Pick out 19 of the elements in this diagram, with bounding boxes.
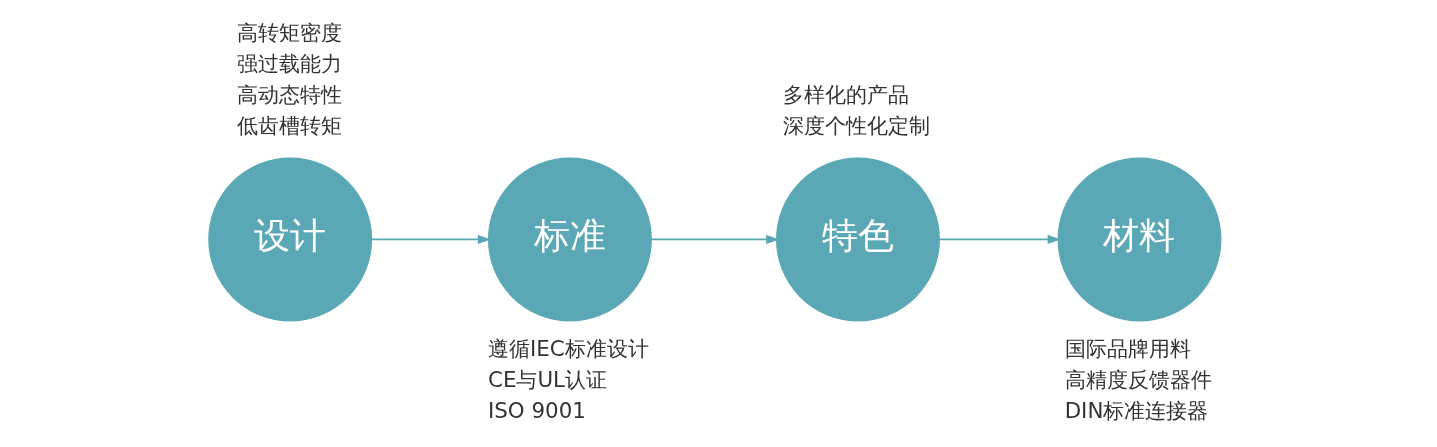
node-label: 高精度反馈器件 <box>1064 366 1212 392</box>
node-circle: 材料 <box>1057 156 1221 321</box>
node-circle: 设计 <box>207 156 372 321</box>
node-label: DIN标准连接器 <box>1064 397 1208 423</box>
node-circle: 特色 <box>775 156 940 321</box>
node-label: 深度个性化定制 <box>782 112 930 138</box>
node-label: 国际品牌用料 <box>1064 335 1191 361</box>
arrow <box>650 234 779 244</box>
node-circle: 标准 <box>487 156 652 321</box>
node-label: 低齿槽转矩 <box>236 112 342 138</box>
node-label: 强过载能力 <box>236 50 342 76</box>
node-label: 高转矩密度 <box>236 19 342 45</box>
node-label: ISO 9001 <box>487 397 586 423</box>
arrow <box>938 234 1061 244</box>
node-label: 遵循IEC标准设计 <box>487 335 649 361</box>
node-label: 高动态特性 <box>236 81 342 107</box>
node-label: CE与UL认证 <box>487 366 607 392</box>
node-label: 多样化的产品 <box>782 81 909 107</box>
arrow <box>370 234 491 244</box>
